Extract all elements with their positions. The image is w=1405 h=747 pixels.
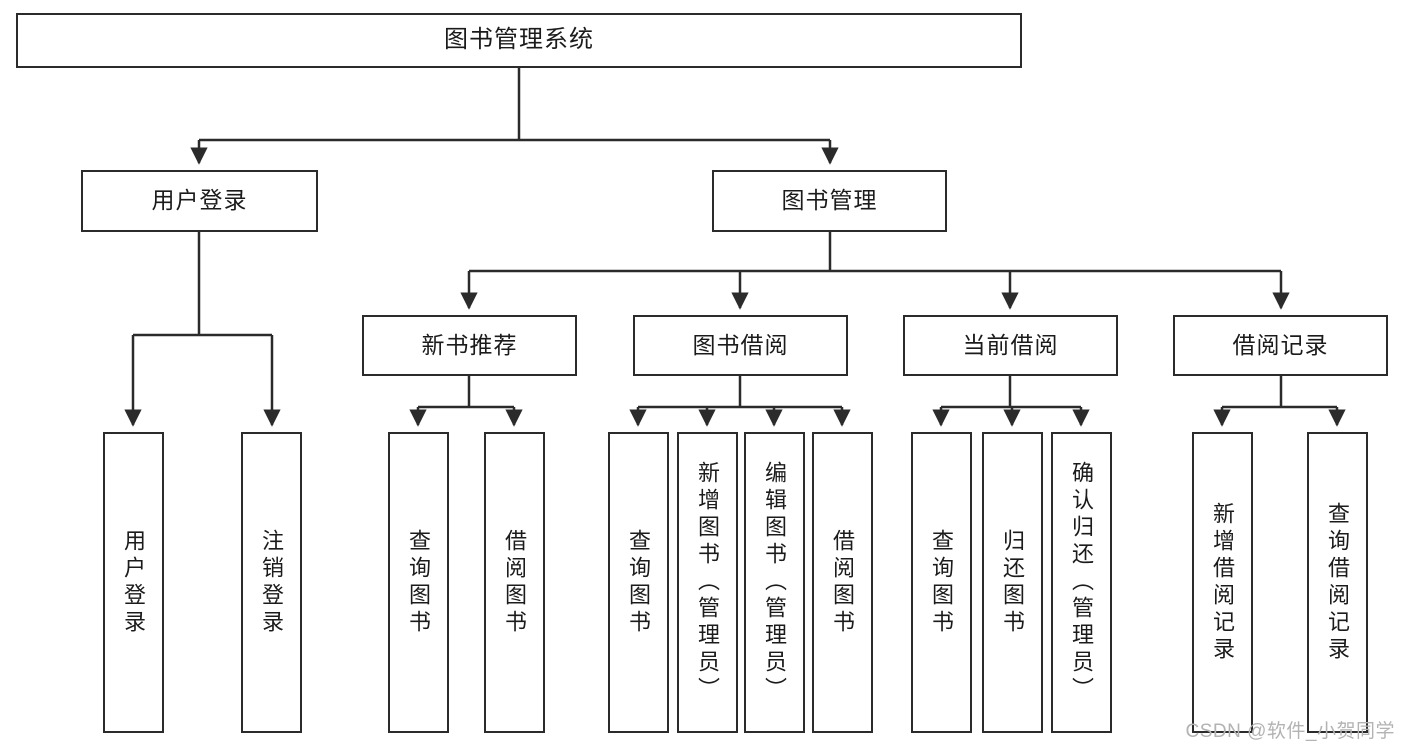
node-user-login[interactable]: 用户登录: [81, 170, 318, 232]
node-borrow-record[interactable]: 借阅记录: [1173, 315, 1388, 376]
node-leaf-edit-book[interactable]: 编辑图书（管理员）: [744, 432, 805, 733]
node-leaf-query-book-2[interactable]: 查询图书: [608, 432, 669, 733]
node-book-manage[interactable]: 图书管理: [712, 170, 947, 232]
node-leaf-return-book[interactable]: 归还图书: [982, 432, 1043, 733]
node-user-login-label: 用户登录: [151, 187, 248, 214]
node-leaf-query-book-1[interactable]: 查询图书: [388, 432, 449, 733]
node-root-label: 图书管理系统: [444, 26, 594, 54]
node-leaf-borrow-book-1-label: 借阅图书: [502, 528, 528, 637]
node-new-book-rec-label: 新书推荐: [421, 331, 518, 358]
node-new-book-rec[interactable]: 新书推荐: [362, 315, 577, 376]
node-current-borrow[interactable]: 当前借阅: [903, 315, 1118, 376]
node-leaf-add-record-label: 新增借阅记录: [1210, 501, 1236, 664]
node-leaf-borrow-book-2[interactable]: 借阅图书: [812, 432, 873, 733]
node-root[interactable]: 图书管理系统: [16, 13, 1022, 68]
node-leaf-edit-book-label: 编辑图书（管理员）: [762, 461, 788, 704]
node-leaf-user-login-label: 用户登录: [121, 528, 147, 637]
node-book-manage-label: 图书管理: [781, 187, 878, 214]
node-leaf-borrow-book-1[interactable]: 借阅图书: [484, 432, 545, 733]
node-leaf-add-record[interactable]: 新增借阅记录: [1192, 432, 1253, 733]
node-leaf-confirm-return-label: 确认归还（管理员）: [1069, 461, 1095, 704]
node-leaf-query-book-3-label: 查询图书: [929, 528, 955, 637]
csdn-watermark: CSDN @软件_小贺同学: [1185, 721, 1395, 742]
node-leaf-query-record-label: 查询借阅记录: [1325, 501, 1351, 664]
node-book-borrow-label: 图书借阅: [692, 331, 789, 358]
node-leaf-confirm-return[interactable]: 确认归还（管理员）: [1051, 432, 1112, 733]
node-leaf-logout-label: 注销登录: [259, 528, 285, 637]
node-leaf-add-book[interactable]: 新增图书（管理员）: [677, 432, 738, 733]
node-leaf-query-book-2-label: 查询图书: [626, 528, 652, 637]
node-book-borrow[interactable]: 图书借阅: [633, 315, 848, 376]
node-current-borrow-label: 当前借阅: [962, 331, 1059, 358]
node-leaf-logout[interactable]: 注销登录: [241, 432, 302, 733]
node-leaf-query-book-1-label: 查询图书: [406, 528, 432, 637]
node-borrow-record-label: 借阅记录: [1232, 331, 1329, 358]
node-leaf-query-book-3[interactable]: 查询图书: [911, 432, 972, 733]
node-leaf-user-login[interactable]: 用户登录: [103, 432, 164, 733]
node-leaf-add-book-label: 新增图书（管理员）: [695, 461, 721, 704]
node-leaf-return-book-label: 归还图书: [1000, 528, 1026, 637]
node-leaf-borrow-book-2-label: 借阅图书: [830, 528, 856, 637]
node-leaf-query-record[interactable]: 查询借阅记录: [1307, 432, 1368, 733]
